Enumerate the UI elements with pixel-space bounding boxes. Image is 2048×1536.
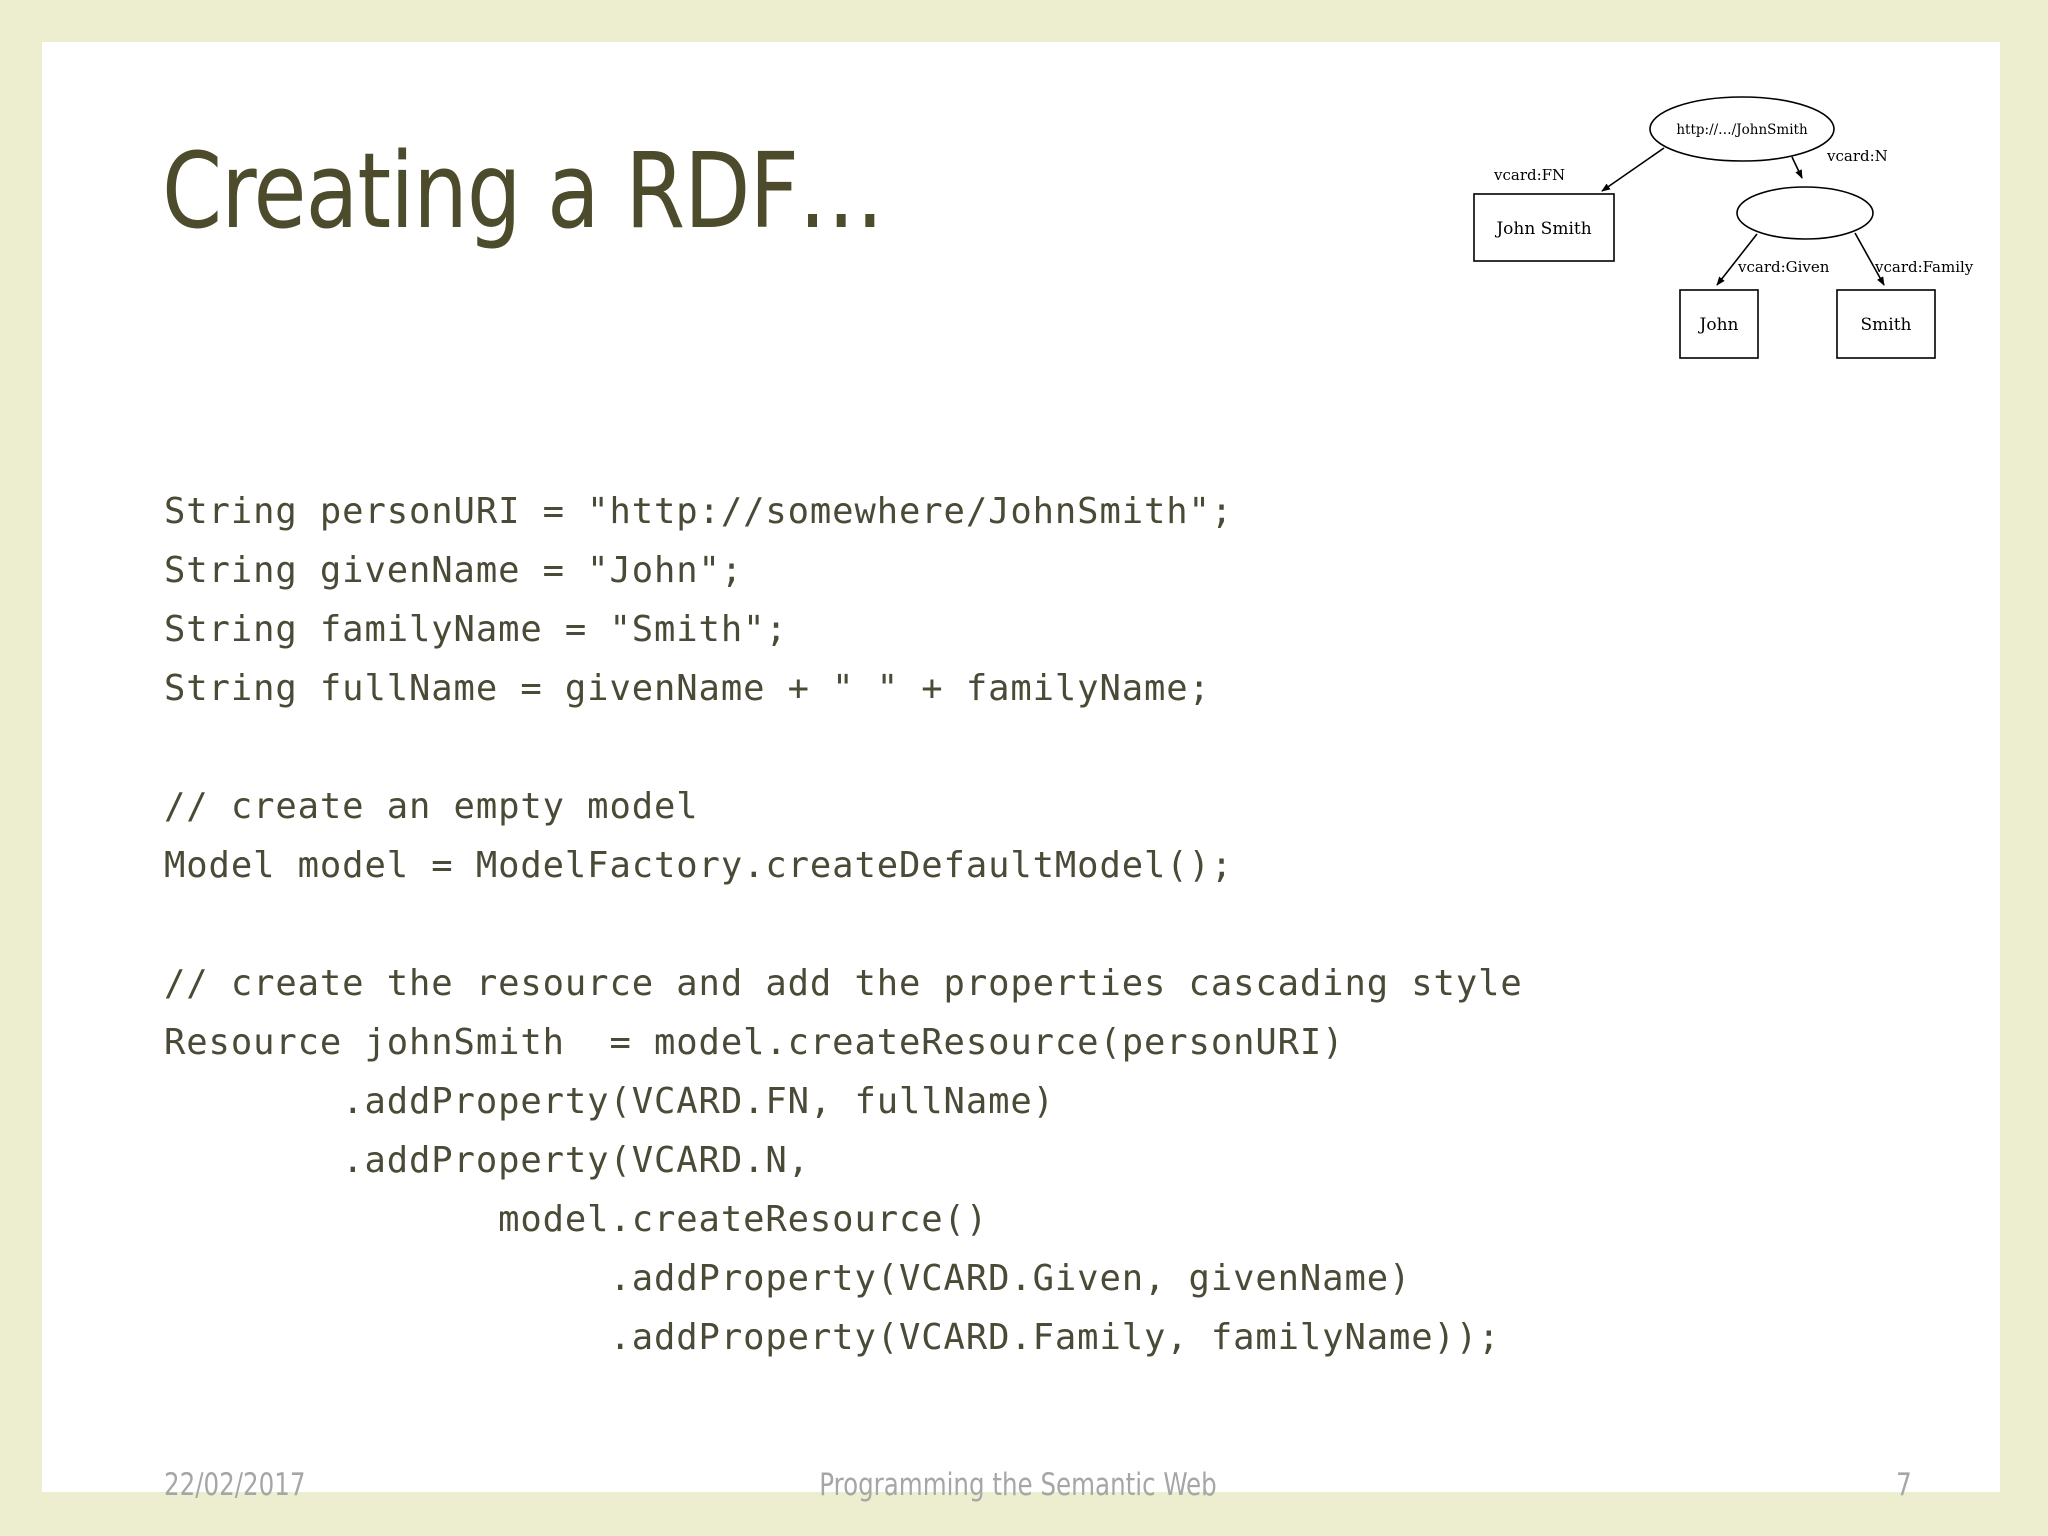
node-fullname-label: John Smith xyxy=(1494,219,1591,239)
footer-page-number: 7 xyxy=(1896,1467,1912,1503)
code-line: Model model = ModelFactory.createDefault… xyxy=(164,845,1234,886)
page-title: Creating a RDF… xyxy=(162,130,884,252)
node-fullname-box xyxy=(1473,193,1615,262)
edge-vcard-family xyxy=(1854,232,1885,286)
node-family-label: Smith xyxy=(1861,315,1912,335)
edge-vcard-n-label: vcard:N xyxy=(1826,147,1888,165)
code-line: String givenName = "John"; xyxy=(164,550,744,591)
code-line: String personURI = "http://somewhere/Joh… xyxy=(164,491,1234,532)
node-given-label: John xyxy=(1698,315,1739,335)
code-line: // create the resource and add the prope… xyxy=(164,963,1523,1004)
code-line xyxy=(164,895,1523,954)
code-line: model.createResource() xyxy=(164,1199,989,1240)
rdf-graph-diagram: http://…/JohnSmith vcard:FN John Smith v… xyxy=(1472,92,2032,392)
code-line xyxy=(164,718,1523,777)
code-block: String personURI = "http://somewhere/Joh… xyxy=(164,482,1523,1367)
node-subject-label: http://…/JohnSmith xyxy=(1676,122,1808,138)
node-blank-ellipse xyxy=(1736,186,1874,240)
edge-vcard-fn-label: vcard:FN xyxy=(1493,166,1565,184)
code-line: // create an empty model xyxy=(164,786,699,827)
edge-vcard-given xyxy=(1716,233,1758,286)
footer-date: 22/02/2017 xyxy=(164,1467,306,1503)
node-subject-ellipse xyxy=(1649,96,1835,162)
code-line: .addProperty(VCARD.Given, givenName) xyxy=(164,1258,1412,1299)
code-line: String familyName = "Smith"; xyxy=(164,609,788,650)
node-given-box xyxy=(1679,289,1759,359)
edge-vcard-n xyxy=(1791,156,1803,179)
slide-footer: 22/02/2017 Programming the Semantic Web … xyxy=(84,1467,1952,1527)
code-line: Resource johnSmith = model.createResourc… xyxy=(164,1022,1345,1063)
slide-canvas: Creating a RDF… http://…/JohnSmith vcard… xyxy=(42,42,2000,1503)
edge-vcard-fn xyxy=(1601,147,1665,192)
code-line: .addProperty(VCARD.FN, fullName) xyxy=(164,1081,1055,1122)
code-line: .addProperty(VCARD.N, xyxy=(164,1140,810,1181)
edge-vcard-family-label: vcard:Family xyxy=(1874,258,1974,276)
footer-deck-title: Programming the Semantic Web xyxy=(819,1467,1217,1503)
code-line: String fullName = givenName + " " + fami… xyxy=(164,668,1211,709)
node-family-box xyxy=(1836,289,1936,359)
edge-vcard-given-label: vcard:Given xyxy=(1737,258,1830,276)
code-line: .addProperty(VCARD.Family, familyName)); xyxy=(164,1317,1501,1358)
